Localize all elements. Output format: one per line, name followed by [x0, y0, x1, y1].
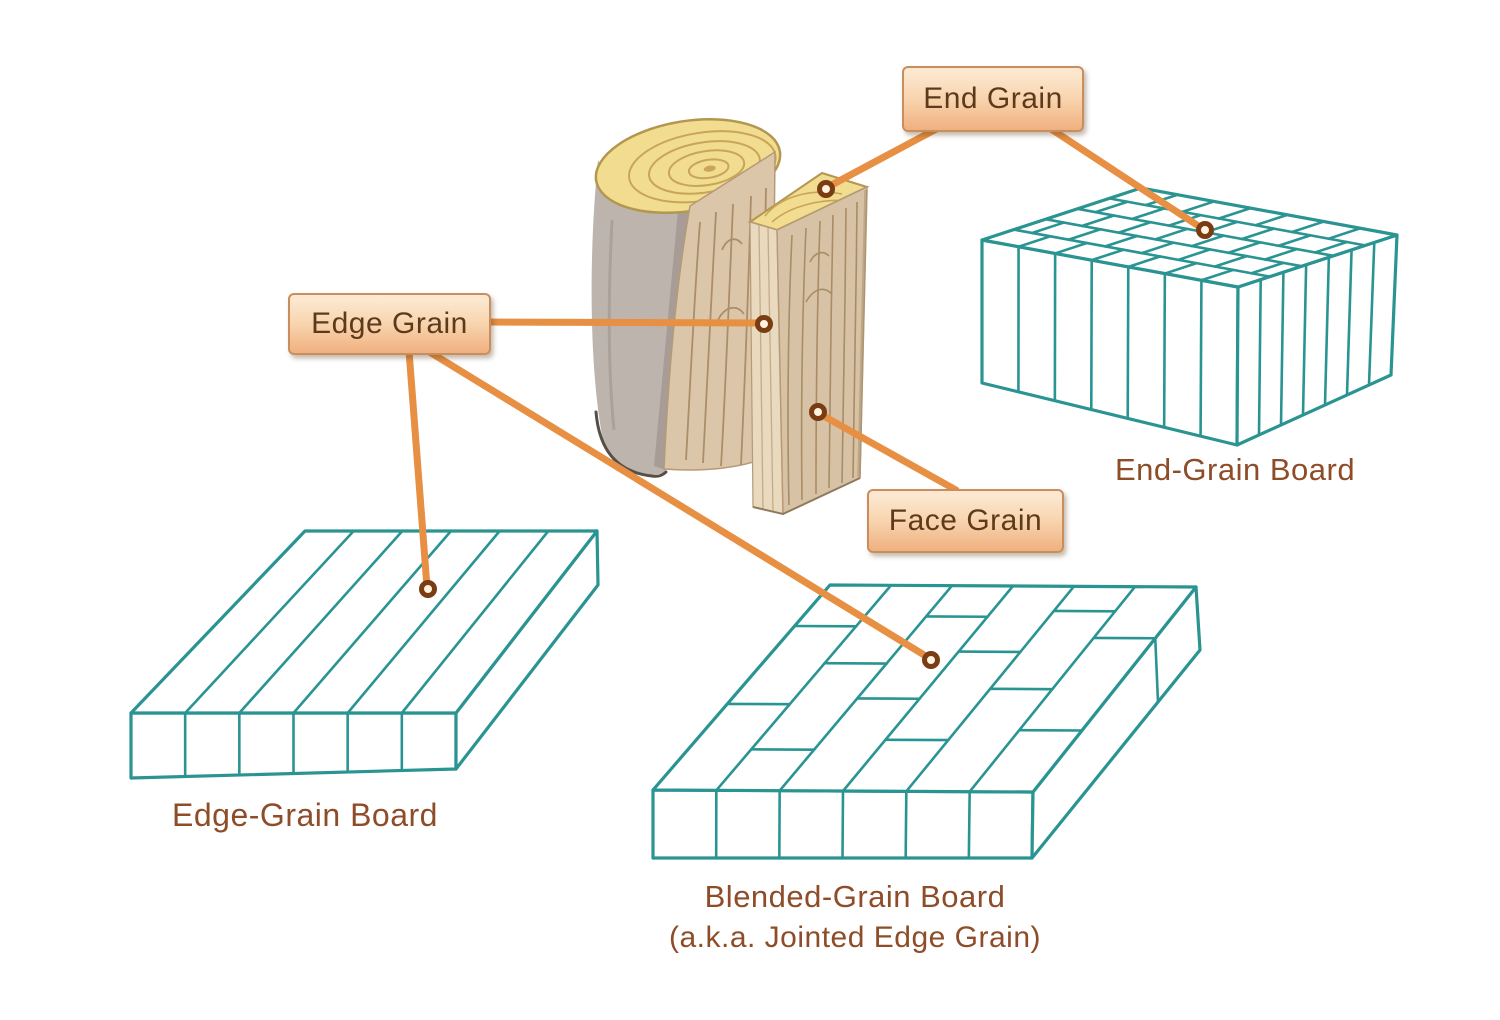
end-board-top-col-line [1094, 200, 1129, 214]
end-board-top-face [980, 186, 1399, 289]
blended-board-front-divider [967, 790, 971, 860]
connector-facegrain-to-plank [816, 410, 960, 494]
plank-face-grain [787, 201, 858, 506]
marker-dots [419, 180, 1214, 669]
end-board-top-col-line [1140, 241, 1175, 255]
end-board-top-col-line [1327, 226, 1362, 240]
label-edge-grain: Edge Grain [288, 293, 491, 355]
end-board-top-col-line [1263, 247, 1299, 261]
edge-grain-board-drawing [129, 529, 600, 780]
dot-end-grain-plank [817, 180, 835, 198]
log-and-plank-illustration [591, 117, 870, 516]
connector-endgrain-to-board [1044, 123, 1207, 233]
end-board-top-col-line [1217, 206, 1253, 220]
end-board-front-divider [1162, 272, 1167, 429]
end-grain-board-drawing [980, 186, 1399, 447]
edge-board-strip-line [183, 529, 355, 715]
blended-board-front-divider [904, 790, 908, 860]
connector-edgegrain-to-plank [483, 318, 766, 327]
log-bark-streak [607, 219, 616, 431]
end-board-top-col-line [1227, 241, 1262, 255]
end-board-top-col-line [1090, 248, 1125, 262]
log-cut-face [663, 150, 776, 471]
end-board-top-col-line [1017, 235, 1052, 249]
end-board-top-col-line [1190, 234, 1225, 248]
end-board-top-col-line [1250, 261, 1285, 275]
end-board-side-divider [1279, 270, 1285, 427]
end-board-side-divider [1367, 241, 1376, 387]
end-board-side-divider [1345, 248, 1353, 397]
end-board-top-col-line [1154, 227, 1189, 241]
end-board-top-col-line [1240, 227, 1276, 241]
blended-board-front-divider [841, 789, 845, 860]
end-board-side-divider [1323, 255, 1331, 407]
blended-board-strip-line [778, 584, 954, 792]
label-face-grain: Face Grain [867, 489, 1064, 553]
end-board-top-col-line [1177, 248, 1212, 262]
end-board-top-col-line [1053, 241, 1089, 255]
edge-board-strip-line [400, 529, 550, 715]
end-board-front-divider [1126, 265, 1130, 420]
end-board-side-divider [1257, 278, 1263, 437]
dot-edge-grain-board [419, 580, 437, 598]
blended-board-side-joint [1153, 636, 1160, 704]
end-board-top-col-line [1254, 213, 1289, 227]
end-board-top-col-line [1130, 207, 1166, 221]
blended-board-top-face [651, 583, 1198, 794]
dot-end-grain-board [1196, 221, 1214, 239]
caption-blended-grain-board: Blended-Grain Board (a.k.a. Jointed Edge… [600, 879, 1110, 955]
connector-endgrain-to-plank [822, 123, 944, 192]
end-board-top-col-line [1290, 220, 1326, 234]
end-board-top-col-line [1200, 268, 1235, 282]
end-board-top-col-line [1181, 200, 1216, 214]
end-board-top-col-line [1080, 214, 1116, 228]
caption-blended-line2: (a.k.a. Jointed Edge Grain) [668, 921, 1042, 954]
connector-edgegrain-to-edgeboard [405, 347, 431, 591]
end-board-top-col-line [1313, 240, 1349, 254]
dot-face-grain-plank [809, 403, 827, 421]
edge-board-strip-line [238, 529, 404, 715]
end-board-top-col-line [1213, 254, 1249, 268]
plank-edge-striations [758, 224, 774, 512]
end-board-top-col-line [1163, 261, 1198, 275]
blended-board-strip-line [841, 584, 1015, 793]
connector-edgegrain-to-blendboard [424, 347, 933, 662]
end-board-front-divider [1199, 278, 1203, 438]
end-board-top-col-line [1030, 221, 1066, 235]
caption-end-grain-board: End-Grain Board [1114, 452, 1356, 487]
dot-edge-grain-plank [755, 315, 773, 333]
end-board-top-col-line [1277, 234, 1312, 248]
end-board-top-col-line [1067, 227, 1102, 241]
plank-bottom-line [752, 477, 861, 516]
end-board-top-col-line [1117, 220, 1152, 234]
dot-blended-board [922, 651, 940, 669]
edge-board-strip-line [346, 529, 501, 715]
end-board-top-col-line [1103, 234, 1139, 248]
blended-grain-board-drawing [651, 583, 1202, 860]
end-board-side-divider [1301, 263, 1308, 417]
plank-right-shade [857, 189, 868, 478]
end-board-top-col-line [1126, 255, 1162, 269]
log-bark-outline [594, 410, 668, 478]
caption-blended-line1: Blended-Grain Board [704, 879, 1006, 914]
caption-edge-grain-board: Edge-Grain Board [172, 797, 438, 833]
connector-lines [405, 123, 1207, 662]
label-end-grain: End Grain [902, 66, 1084, 132]
